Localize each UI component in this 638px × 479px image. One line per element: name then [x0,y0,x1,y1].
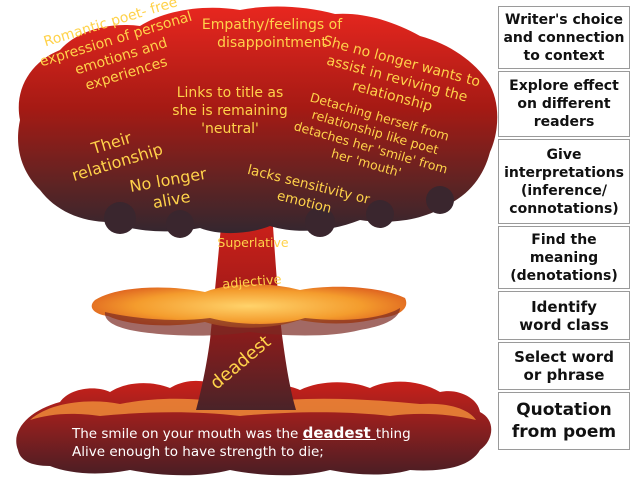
quotation-key-word: deadest [302,424,376,442]
step-explore-effect: Explore effect on different readers [498,71,630,137]
quotation-line-1: The smile on your mouth was the deadest … [72,424,411,443]
step-writers-choice: Writer's choice and connection to contex… [498,6,630,69]
label-links-to-title: Links to title as she is remaining 'neut… [172,85,288,137]
mushroom-cap [18,6,498,234]
step-find-meaning: Find the meaning (denotations) [498,226,630,289]
label-empathy: Empathy/feelings of disappointment [201,17,343,51]
step-identify-word-class: Identify word class [498,291,630,340]
step-label: Give interpretations (inference/ connota… [504,146,624,217]
step-label: Find the meaning (denotations) [510,231,618,284]
step-label: Select word or phrase [514,348,614,384]
quotation-line-2: Alive enough to have strength to die; [72,444,324,460]
step-select-word: Select word or phrase [498,342,630,390]
step-give-interpretations: Give interpretations (inference/ connota… [498,139,630,224]
step-label: Explore effect on different readers [509,78,619,130]
stem-ring [91,284,407,328]
stem-ring-shadow [104,308,400,336]
step-label: Quotation from poem [511,400,617,442]
quotation-line-1-start: The smile on your mouth was the [72,426,303,442]
step-quotation: Quotation from poem [498,392,630,450]
label-superlative: Superlative [217,235,289,250]
step-label: Writer's choice and connection to contex… [503,11,625,64]
step-label: Identify word class [519,297,609,334]
quotation-line-1-end: thing [375,426,411,442]
